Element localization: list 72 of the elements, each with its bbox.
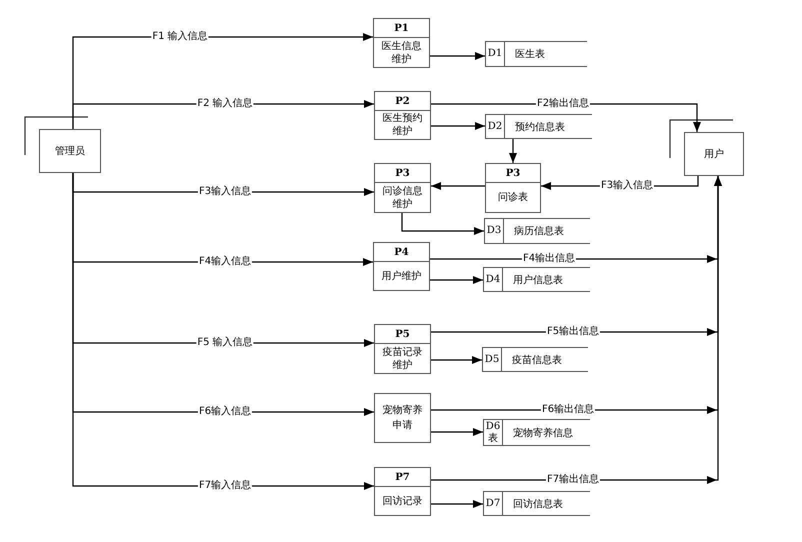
edge-label: F6输出信息 bbox=[540, 404, 596, 416]
edge-label: F3输入信息 bbox=[198, 186, 252, 198]
process-label: 疫苗记录维护 bbox=[382, 346, 424, 372]
store-id: D3 bbox=[485, 219, 504, 243]
process-label: 问诊表 bbox=[498, 191, 528, 204]
process-box bbox=[374, 163, 431, 213]
data-store bbox=[482, 347, 588, 372]
arrow bbox=[431, 428, 483, 436]
store-id: D4 bbox=[484, 268, 503, 291]
store-id: D6表 bbox=[484, 420, 503, 445]
arrow bbox=[431, 176, 722, 481]
store-label: 宠物寄养信息 bbox=[513, 426, 573, 440]
store-id: D7 bbox=[484, 492, 503, 515]
data-store bbox=[483, 491, 590, 516]
store-label: 用户信息表 bbox=[513, 274, 563, 286]
data-store bbox=[483, 267, 590, 292]
edge-label: F2输出信息 bbox=[536, 98, 590, 110]
process-box bbox=[374, 393, 431, 443]
store-label: 疫苗信息表 bbox=[512, 354, 562, 366]
process-box bbox=[374, 91, 431, 140]
edge-label: F7输入信息 bbox=[198, 480, 252, 492]
external-entity-box bbox=[39, 129, 101, 173]
store-id: D2 bbox=[486, 115, 505, 138]
process-id: P3 bbox=[375, 164, 430, 183]
process-id: P3 bbox=[486, 164, 540, 183]
process-box bbox=[374, 467, 431, 516]
edge-label: F2 输入信息 bbox=[196, 98, 254, 110]
store-label: 医生表 bbox=[515, 48, 545, 61]
arrow bbox=[72, 173, 374, 490]
data-store bbox=[485, 41, 587, 67]
process-label: 宠物寄养申请 bbox=[382, 404, 424, 433]
edge-label: F5输出信息 bbox=[546, 326, 600, 338]
data-store bbox=[484, 218, 590, 244]
edge-label: F6输入信息 bbox=[198, 406, 252, 418]
entity-label: 管理员 bbox=[55, 145, 85, 158]
edge-label: F4输入信息 bbox=[198, 256, 252, 268]
arrow bbox=[401, 213, 484, 235]
edge-label: F4输出信息 bbox=[522, 253, 576, 265]
edge-label: F3输入信息 bbox=[600, 180, 654, 192]
data-store bbox=[483, 419, 590, 446]
process-id: P7 bbox=[375, 468, 430, 487]
process-id: P4 bbox=[374, 243, 429, 262]
store-id: D5 bbox=[483, 348, 502, 371]
arrow bbox=[431, 122, 485, 130]
process-id: P1 bbox=[374, 19, 429, 38]
process-label: 用户维护 bbox=[382, 270, 422, 282]
arrow bbox=[509, 139, 517, 163]
process-box bbox=[485, 163, 541, 213]
edge-label: F1 输入信息 bbox=[151, 31, 209, 43]
arrow bbox=[431, 356, 482, 364]
process-box bbox=[373, 242, 430, 291]
process-label: 医生信息维护 bbox=[380, 40, 422, 66]
external-entity-box bbox=[684, 132, 744, 176]
store-label: 预约信息表 bbox=[515, 120, 565, 134]
arrow bbox=[431, 182, 485, 190]
process-box bbox=[374, 324, 431, 374]
data-store bbox=[485, 114, 592, 139]
store-id: D1 bbox=[486, 42, 505, 66]
process-box bbox=[373, 18, 430, 68]
process-label: 问诊信息维护 bbox=[382, 184, 424, 210]
arrow bbox=[430, 52, 485, 60]
edge-label: F7输出信息 bbox=[546, 474, 600, 486]
arrow bbox=[430, 276, 483, 284]
process-id: P5 bbox=[375, 325, 430, 344]
process-label: 回访记录 bbox=[382, 494, 422, 508]
entity-label: 用户 bbox=[704, 148, 724, 161]
edge-label: F5 输入信息 bbox=[196, 337, 254, 349]
process-label: 医生预约维护 bbox=[382, 112, 424, 138]
store-label: 回访信息表 bbox=[513, 498, 563, 510]
process-id: P2 bbox=[375, 92, 430, 111]
store-label: 病历信息表 bbox=[514, 224, 564, 238]
arrow bbox=[431, 500, 483, 508]
